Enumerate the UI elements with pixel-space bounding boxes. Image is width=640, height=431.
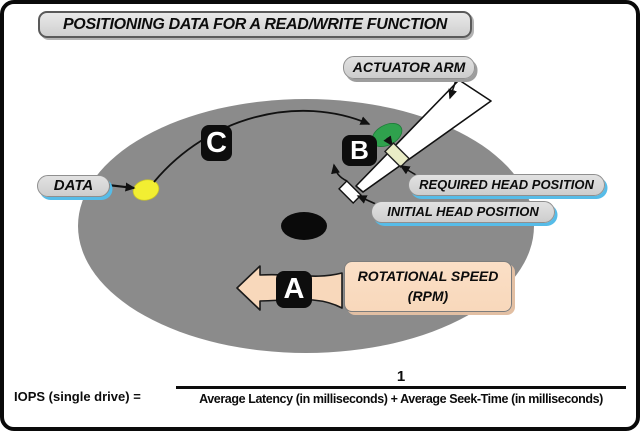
actuator-arm-callout: ACTUATOR ARM: [343, 56, 475, 79]
rotational-speed-callout: ROTATIONAL SPEED (RPM): [344, 261, 512, 312]
marker-b: B: [342, 135, 377, 166]
track-rotation-arc: [153, 109, 371, 183]
fraction-denominator: Average Latency (in milliseconds) + Aver…: [176, 386, 626, 406]
marker-c: C: [201, 125, 232, 161]
initial-head-callout: INITIAL HEAD POSITION: [371, 201, 555, 223]
page-title: POSITIONING DATA FOR A READ/WRITE FUNCTI…: [38, 11, 472, 38]
rotational-speed-label: ROTATIONAL SPEED: [357, 268, 499, 284]
required-head-callout: REQUIRED HEAD POSITION: [408, 174, 605, 196]
fraction-numerator: 1: [396, 368, 406, 385]
target-to-head-arrow: [383, 135, 393, 147]
rpm-label: (RPM): [407, 288, 449, 304]
actuator-arm: [355, 79, 492, 193]
required-head-leader-arrow: [399, 165, 417, 176]
iops-formula-lhs: IOPS (single drive) =: [14, 389, 141, 404]
data-sector-blob: [132, 179, 160, 201]
seek-direction-arrow: [331, 163, 348, 182]
data-callout: DATA: [37, 175, 110, 197]
marker-a: A: [276, 271, 312, 308]
iops-formula-fraction: 1 Average Latency (in milliseconds) + Av…: [176, 368, 626, 406]
actuator-arm-leader-arrow: [448, 79, 457, 100]
data-leader-arrow: [107, 182, 136, 192]
spindle-hole: [281, 212, 327, 240]
read-write-head: [383, 141, 411, 169]
